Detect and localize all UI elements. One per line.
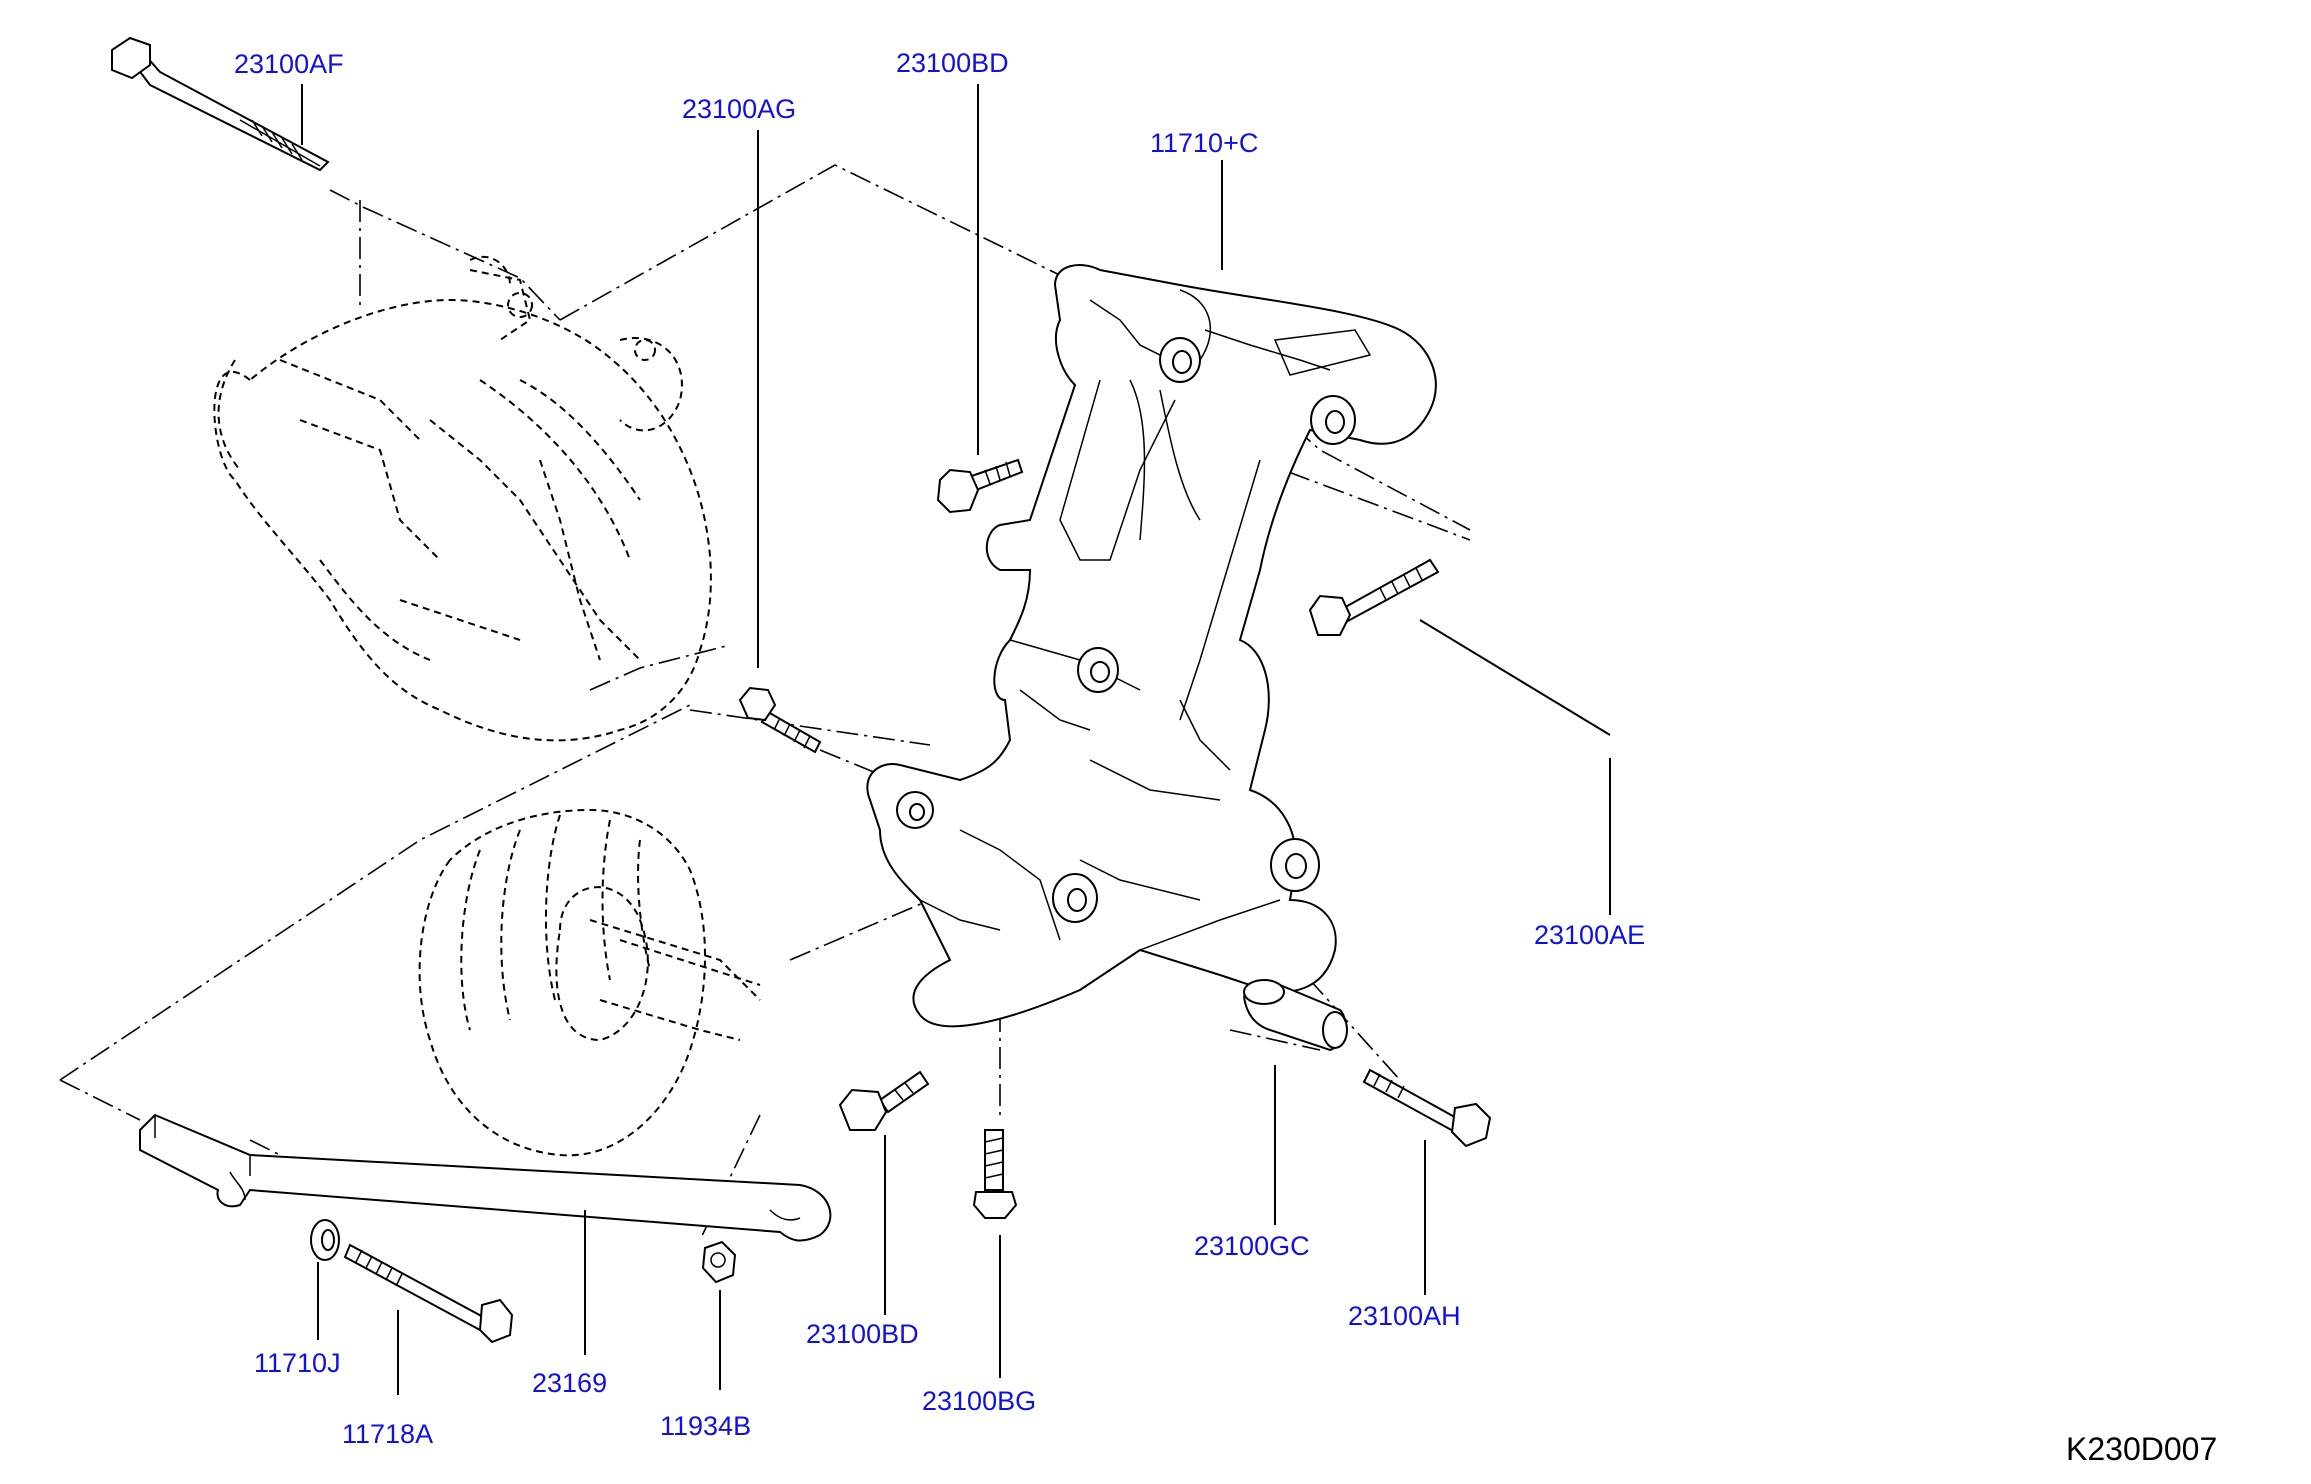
callout-11710c: 11710+C — [1150, 128, 1258, 158]
callout-23100bg: 23100BG — [922, 1386, 1036, 1416]
bolt-23100ae — [1308, 558, 1440, 636]
leader-lines — [301, 84, 1611, 1395]
callout-23100bd-bottom: 23100BD — [806, 1319, 919, 1349]
washer-11710j — [310, 1219, 340, 1261]
callout-23100bd-top: 23100BD — [896, 48, 1009, 78]
bolt-23100af — [111, 36, 330, 172]
callout-23169: 23169 — [532, 1368, 607, 1398]
callout-23100af: 23100AF — [234, 49, 344, 79]
callout-23100ah: 23100AH — [1348, 1301, 1461, 1331]
bolt-11718a — [343, 1243, 514, 1344]
callout-23100ag: 23100AG — [682, 94, 796, 124]
bushing-23100gc — [1243, 979, 1348, 1052]
nut-11934b — [701, 1240, 737, 1284]
diagram-code: K230D007 — [2066, 1431, 2217, 1467]
alternator-outline — [213, 255, 712, 742]
callout-23100ae: 23100AE — [1534, 920, 1645, 950]
callout-labels: 23100AF 23100AG 23100BD 11710+C 23100AE … — [234, 48, 1645, 1449]
callout-11718a: 11718A — [342, 1419, 433, 1449]
main-bracket — [866, 264, 1437, 1028]
callout-11710j: 11710J — [254, 1348, 341, 1378]
callout-23100gc: 23100GC — [1194, 1231, 1310, 1261]
stay-23169 — [139, 1113, 832, 1242]
pulley-outline — [418, 808, 761, 1157]
bolt-23100ag — [738, 686, 822, 754]
bolt-23100bg — [972, 1129, 1018, 1219]
bolt-23100bd-bottom — [838, 1070, 930, 1131]
bolt-23100ah — [1362, 1068, 1492, 1148]
bolt-23100bd-top — [936, 458, 1024, 514]
callout-11934b: 11934B — [660, 1411, 751, 1441]
